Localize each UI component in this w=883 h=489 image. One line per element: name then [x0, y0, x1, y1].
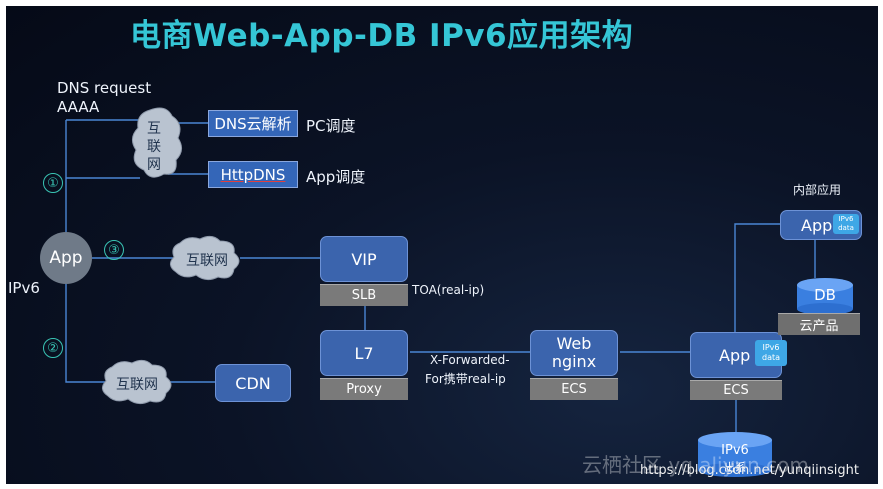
cloud-vertical-char-1: 互: [147, 121, 161, 137]
db-label: DB: [814, 286, 836, 304]
xff-note-line2: For携带real-ip: [425, 372, 506, 386]
app-server-label: App: [719, 345, 751, 365]
slb-base: SLB: [320, 284, 408, 306]
proxy-base: Proxy: [320, 378, 408, 400]
cloud-vertical-char-3: 网: [147, 157, 161, 173]
cloud-low-label: 互联网: [116, 377, 158, 393]
web-label: Web: [556, 334, 592, 353]
cloud-internet-mid: [170, 235, 240, 281]
dark-background: [6, 6, 878, 484]
cdn-box: CDN: [215, 364, 291, 402]
marker-2: ②: [43, 338, 63, 358]
dns-request-label: DNS request: [57, 79, 152, 97]
aaaa-label: AAAA: [57, 98, 100, 116]
ipv6-db-sublabel: 出系: [724, 461, 746, 474]
cloud-internet-low: [102, 359, 172, 405]
page-title: 电商Web-App-DB IPv6应用架构: [130, 18, 634, 54]
marker-1: ①: [43, 173, 63, 193]
cloud-vertical: [132, 107, 182, 178]
line-app-internal: [734, 223, 780, 332]
ipv6-db-label: IPv6: [721, 443, 749, 458]
vip-box: VIP: [320, 236, 408, 282]
app-dispatch-label: App调度: [306, 168, 366, 186]
ipv6-label: IPv6: [8, 279, 40, 297]
dns-cloud-box: DNS云解析: [208, 110, 298, 137]
pc-dispatch-label: PC调度: [306, 117, 356, 135]
line-app-cdn: [65, 284, 105, 383]
cloud-mid-label: 互联网: [186, 253, 228, 269]
watermark-url: https://blog.csdn.net/yunqiinsight: [640, 463, 859, 478]
watermark-brand: 云栖社区 yq.aliyun.com: [582, 453, 809, 477]
app-ecs-base: ECS: [690, 380, 782, 400]
internal-apps-title: 内部应用: [793, 183, 842, 197]
nginx-label: nginx: [551, 352, 597, 371]
marker-3: ③: [104, 240, 124, 260]
web-nginx-box: Web nginx: [530, 330, 618, 376]
db-cylinder: [797, 278, 853, 315]
web-ecs-base: ECS: [530, 378, 618, 400]
app-client-node: App: [40, 232, 92, 284]
cloud-product-base: 云产品: [778, 313, 860, 335]
l7-box: L7: [320, 330, 408, 376]
httpdns-box: HttpDNS: [208, 161, 298, 188]
ipv6-db-cylinder: [698, 432, 772, 477]
xff-note-line1: X-Forwarded-: [430, 353, 510, 367]
cloud-vertical-char-2: 联: [147, 139, 161, 155]
toa-note: TOA(real-ip): [412, 283, 485, 297]
